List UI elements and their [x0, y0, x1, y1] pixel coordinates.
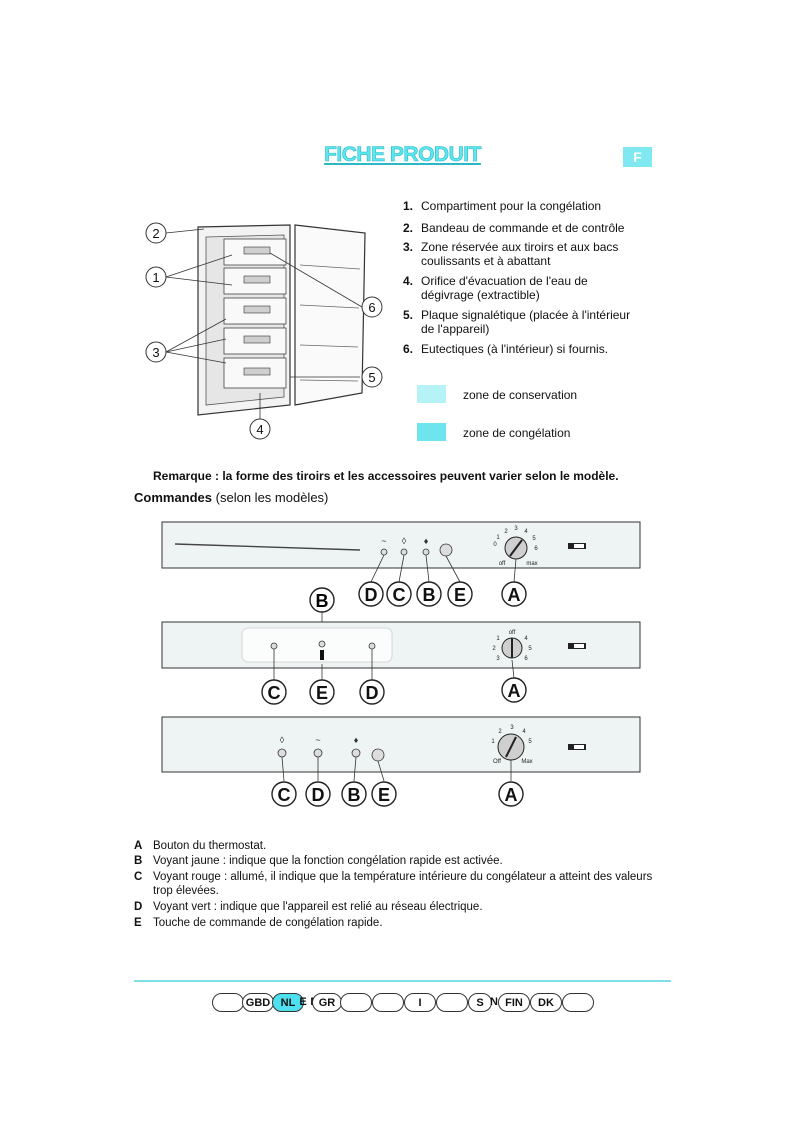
- label-a: A: [508, 681, 521, 701]
- language-badge: F: [623, 147, 652, 167]
- lang-tab-n[interactable]: N: [490, 996, 498, 1008]
- svg-text:3: 3: [496, 656, 500, 662]
- svg-text:◊: ◊: [402, 536, 407, 546]
- svg-text:2: 2: [498, 729, 502, 735]
- lang-tab-blank[interactable]: [436, 993, 468, 1012]
- label-b: B: [423, 585, 436, 605]
- label-b: B: [316, 591, 329, 611]
- footer-divider: [134, 980, 671, 982]
- lang-tab-blank[interactable]: [562, 993, 594, 1012]
- lang-tab-dk[interactable]: DK: [530, 993, 562, 1012]
- svg-text:6: 6: [534, 546, 538, 552]
- lang-tab-fin[interactable]: FIN: [498, 993, 530, 1012]
- label-a: A: [505, 785, 518, 805]
- svg-text:~: ~: [315, 735, 320, 745]
- lang-tab-s[interactable]: S: [468, 993, 492, 1012]
- svg-text:5: 5: [532, 536, 536, 542]
- svg-text:3: 3: [510, 725, 514, 731]
- svg-text:1: 1: [496, 535, 500, 541]
- callout-3: 3: [152, 345, 159, 360]
- svg-text:Max: Max: [521, 759, 532, 765]
- svg-text:Off: Off: [493, 759, 501, 765]
- svg-text:◊: ◊: [280, 735, 285, 745]
- lang-tab-blank[interactable]: [212, 993, 244, 1012]
- callout-1: 1: [152, 270, 159, 285]
- legend-label-conservation: zone de conservation: [463, 388, 578, 402]
- svg-text:2: 2: [492, 646, 496, 652]
- control-panel-1: ~ ◊ ♦ 0 1 2 3 4 5 6 off max D C B E A: [161, 521, 641, 607]
- label-c: C: [268, 683, 281, 703]
- svg-text:max: max: [526, 561, 537, 567]
- svg-text:off: off: [499, 561, 506, 567]
- legend-swatch-conservation: [417, 385, 446, 403]
- label-c: C: [393, 585, 406, 605]
- svg-text:1: 1: [491, 739, 495, 745]
- lang-tab-e[interactable]: E: [299, 996, 307, 1008]
- svg-text:off: off: [509, 630, 516, 636]
- label-e: E: [316, 683, 328, 703]
- label-b: B: [348, 785, 361, 805]
- svg-text:0: 0: [493, 542, 497, 548]
- callout-5: 5: [368, 370, 375, 385]
- label-e: E: [454, 585, 466, 605]
- svg-text:♦: ♦: [424, 536, 429, 546]
- legend-label-freezing: zone de congélation: [463, 426, 571, 440]
- label-c: C: [278, 785, 291, 805]
- page-title: FICHE PRODUIT: [324, 143, 482, 167]
- svg-text:4: 4: [522, 729, 526, 735]
- svg-text:~: ~: [381, 536, 386, 546]
- svg-text:6: 6: [524, 656, 528, 662]
- callout-2: 2: [152, 226, 159, 241]
- lang-tab-i[interactable]: I: [404, 993, 436, 1012]
- lang-tab-nl[interactable]: NL: [272, 993, 304, 1012]
- label-a: A: [508, 585, 521, 605]
- callout-4: 4: [256, 422, 263, 437]
- label-e: E: [378, 785, 390, 805]
- remark-note: Remarque : la forme des tiroirs et les a…: [153, 469, 619, 483]
- lang-tab-blank[interactable]: [340, 993, 372, 1012]
- control-panel-2: B off 1 2 3 4 5 6 C E D A: [161, 587, 641, 705]
- control-panel-3: ◊ ~ ♦ 1 2 3 4 5 Off Max C D B E A: [161, 716, 641, 807]
- label-d: D: [312, 785, 325, 805]
- callout-6: 6: [368, 300, 375, 315]
- lang-tab-gbd[interactable]: GBD: [242, 993, 274, 1012]
- freezer-diagram: 2 1 3 4 5 6: [145, 222, 383, 440]
- svg-text:♦: ♦: [354, 735, 359, 745]
- lang-tab-gr[interactable]: GR: [312, 993, 342, 1012]
- label-d: D: [366, 683, 379, 703]
- svg-text:1: 1: [496, 636, 500, 642]
- svg-text:5: 5: [528, 646, 532, 652]
- svg-text:5: 5: [528, 739, 532, 745]
- label-d: D: [365, 585, 378, 605]
- svg-text:2: 2: [504, 529, 508, 535]
- svg-text:4: 4: [524, 636, 528, 642]
- svg-text:4: 4: [524, 529, 528, 535]
- lang-tab-blank[interactable]: [372, 993, 404, 1012]
- commands-heading: Commandes (selon les modèles): [134, 490, 329, 505]
- svg-text:3: 3: [514, 526, 518, 532]
- legend-swatch-freezing: [417, 423, 446, 441]
